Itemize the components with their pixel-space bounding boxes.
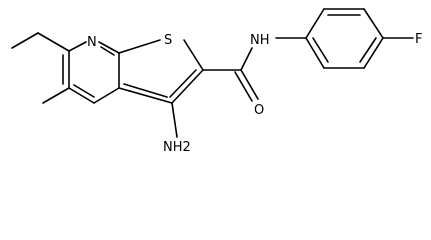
atom-label-s-thiophene: S [164, 33, 172, 48]
bond-c3-nh2 [171, 102, 178, 138]
bond-ar4-ar5 [363, 37, 384, 69]
molecule-structure: N S NH O F NH2 [11, 8, 422, 155]
bond-c3a-c4 [93, 87, 120, 104]
bond-c6-n7 [68, 41, 87, 52]
atom-label-nh-amide: NH [250, 33, 270, 48]
bond-c5-ch3 [42, 87, 70, 104]
atom-label-f: F [415, 32, 422, 47]
bond-c2-c3-inner [169, 69, 197, 98]
carboxamide-group [202, 37, 307, 102]
bond-c4-c5 [68, 87, 95, 104]
thiophene-ring [118, 39, 204, 104]
bond-ccarbonyl-o-inner [234, 71, 253, 102]
bond-ar3-ar4 [363, 8, 384, 39]
bond-c4-c5-inner [73, 84, 95, 98]
atom-label-o-carbonyl: O [254, 103, 264, 118]
bond-c6-ch2 [37, 32, 70, 52]
atom-label-n-pyridine: N [87, 35, 97, 50]
fluorophenyl-ring [305, 8, 414, 69]
bond-s1-c2 [183, 39, 204, 71]
bond-n7-c7a-inner [100, 46, 115, 56]
bond-ccarbonyl-o [240, 69, 259, 100]
bond-n7-c7a [98, 41, 120, 54]
bond-c7a-s1 [118, 39, 161, 54]
bond-ar6-ar1-inner [312, 37, 329, 63]
pyridine-ring [62, 41, 120, 104]
methyl-group [42, 87, 70, 104]
bond-c3-c3a [118, 87, 173, 104]
bond-ar4-ar5-inner [359, 37, 377, 63]
bond-ar1-ar2 [305, 8, 325, 39]
ethyl-group [11, 32, 70, 52]
atom-label-nh2-amino: NH2 [163, 140, 191, 155]
bond-ar6-ar1 [305, 37, 325, 69]
bond-ccarbonyl-nh [240, 47, 253, 71]
amino-group [171, 102, 178, 138]
bond-c3-c3a-inner [123, 83, 168, 98]
bond-c2-c3 [171, 69, 204, 104]
bond-ch2-ch3 [11, 32, 39, 49]
